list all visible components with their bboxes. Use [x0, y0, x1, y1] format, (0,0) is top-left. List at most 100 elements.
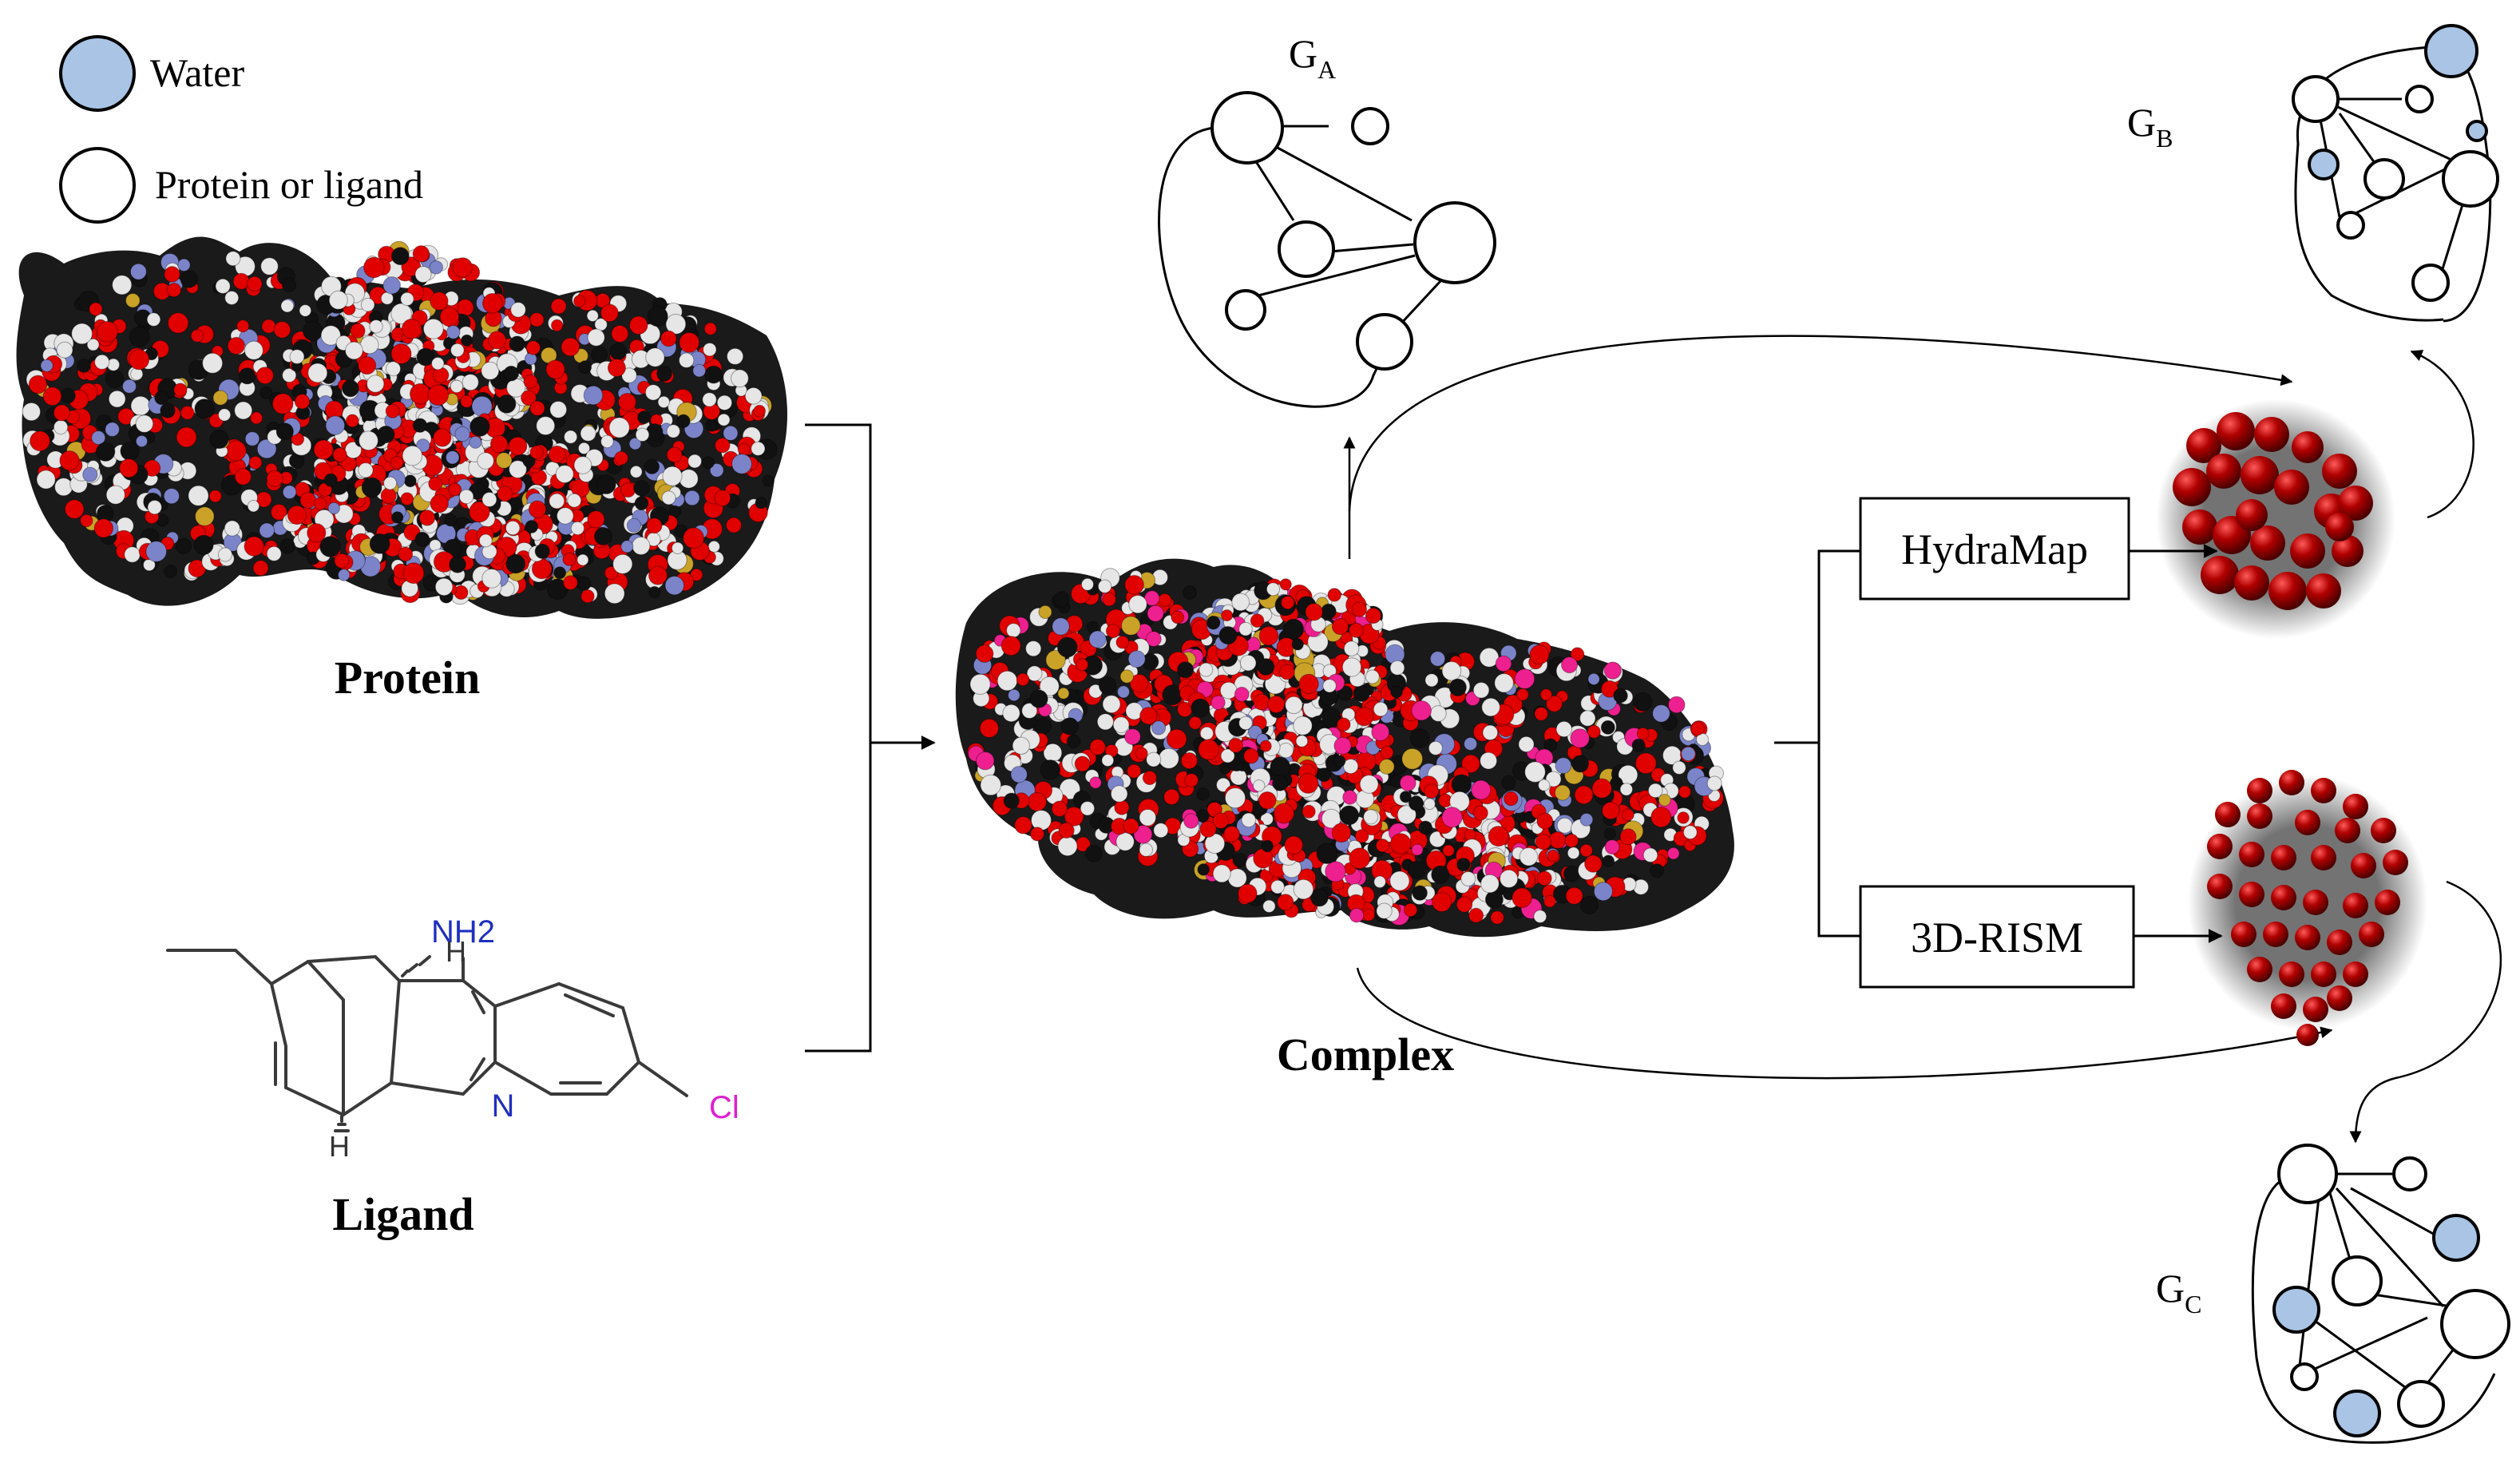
- atom-sphere: [247, 276, 263, 292]
- atom-sphere: [1579, 843, 1593, 858]
- atom-sphere: [124, 546, 141, 563]
- atom-sphere: [1115, 635, 1130, 649]
- hydramap-water-cluster: [2156, 399, 2395, 639]
- atom-sphere: [1038, 605, 1052, 620]
- atom-sphere: [1089, 739, 1106, 755]
- atom-sphere: [549, 401, 568, 418]
- atom-sphere: [1105, 624, 1121, 639]
- water-sphere: [2247, 778, 2272, 803]
- atom-sphere: [369, 533, 390, 554]
- atom-sphere: [1133, 825, 1153, 844]
- atom-sphere: [471, 395, 493, 417]
- atom-sphere: [450, 343, 465, 358]
- atom-sphere: [1555, 720, 1573, 738]
- water-sphere: [2359, 922, 2384, 947]
- atom-sphere: [1025, 640, 1042, 657]
- atom-sphere: [345, 414, 359, 428]
- atom-sphere: [1128, 595, 1147, 614]
- atom-sphere: [402, 562, 425, 585]
- atom-sphere: [1555, 757, 1572, 775]
- stereo-hash-top: [401, 955, 431, 977]
- atom-sphere: [358, 462, 374, 478]
- atom-sphere: [193, 534, 214, 555]
- atom-sphere: [600, 303, 619, 323]
- atom-sphere: [1066, 734, 1081, 749]
- atom-sphere: [489, 434, 509, 454]
- atom-sphere: [1232, 853, 1247, 868]
- atom-sphere: [980, 774, 1002, 796]
- atom-sphere: [433, 367, 450, 383]
- atom-sphere: [1123, 818, 1139, 835]
- ligand-structure: NH2 H H N Cl: [166, 914, 739, 1163]
- atom-sphere: [28, 375, 48, 394]
- atom-sphere: [1088, 630, 1107, 648]
- graph-gb: GB: [2127, 24, 2499, 323]
- atom-sphere: [1291, 638, 1304, 651]
- atom-sphere: [224, 520, 240, 537]
- atom-sphere: [1266, 582, 1281, 597]
- atom-sphere: [130, 263, 147, 280]
- atom-sphere: [477, 452, 494, 470]
- atom-sphere: [509, 497, 523, 510]
- atom-sphere: [1461, 754, 1480, 774]
- atom-sphere: [715, 438, 731, 454]
- water-sphere: [2247, 957, 2272, 982]
- water-sphere: [2371, 818, 2396, 843]
- atom-sphere: [1682, 825, 1698, 840]
- ligand-label: Ligand: [332, 1188, 473, 1240]
- atom-sphere: [1652, 704, 1670, 723]
- atom-sphere: [666, 424, 680, 438]
- ligand-h-top: H: [446, 935, 466, 968]
- atom-sphere: [583, 385, 604, 406]
- atom-sphere: [462, 374, 479, 391]
- atom-sphere: [701, 456, 715, 470]
- atom-sphere: [573, 456, 592, 474]
- atom-sphere: [969, 673, 991, 695]
- water-sphere: [2290, 533, 2325, 569]
- atom-sphere: [1512, 887, 1532, 909]
- water-sphere: [2327, 985, 2352, 1011]
- atom-sphere: [327, 502, 340, 515]
- water-sphere: [2295, 810, 2320, 835]
- atom-sphere: [1003, 792, 1020, 809]
- atom-sphere: [125, 293, 141, 308]
- graph-ga: GA: [1158, 31, 1496, 408]
- atom-sphere: [628, 315, 648, 335]
- atom-sphere: [1354, 829, 1369, 843]
- atom-sphere: [403, 474, 417, 488]
- atom-sphere: [1456, 858, 1471, 872]
- atom-sphere: [1411, 843, 1424, 856]
- atom-sphere: [1012, 736, 1031, 755]
- atom-sphere: [562, 552, 577, 566]
- water-sphere: [2207, 834, 2233, 859]
- atom-sphere: [1191, 698, 1210, 718]
- complex-to-rism-spheres-curve: [1356, 967, 2333, 1080]
- atom-sphere: [360, 297, 375, 312]
- atom-sphere: [1633, 692, 1653, 712]
- atom-sphere: [313, 497, 327, 510]
- atom-sphere: [260, 386, 273, 399]
- atom-sphere: [147, 500, 162, 515]
- atom-sphere: [975, 644, 994, 663]
- atom-sphere: [1002, 704, 1020, 723]
- atom-sphere: [1373, 875, 1386, 889]
- atom-sphere: [1399, 775, 1417, 791]
- atom-sphere: [130, 395, 151, 416]
- atom-sphere: [429, 260, 443, 275]
- atom-sphere: [1431, 865, 1450, 884]
- atom-sphere: [320, 325, 341, 346]
- atom-sphere: [1441, 660, 1462, 681]
- atom-sphere: [1180, 752, 1199, 770]
- atom-sphere: [1119, 669, 1135, 684]
- atom-sphere: [119, 458, 139, 478]
- atom-sphere: [1518, 735, 1535, 753]
- atom-sphere: [1097, 579, 1112, 593]
- atom-sphere: [1706, 775, 1722, 791]
- atom-sphere: [1080, 801, 1096, 816]
- atom-sphere: [545, 359, 565, 379]
- atom-sphere: [481, 361, 500, 380]
- atom-sphere: [1302, 804, 1316, 819]
- atom-sphere: [1147, 605, 1164, 622]
- atom-sphere: [338, 569, 351, 581]
- water-sphere: [2325, 513, 2354, 541]
